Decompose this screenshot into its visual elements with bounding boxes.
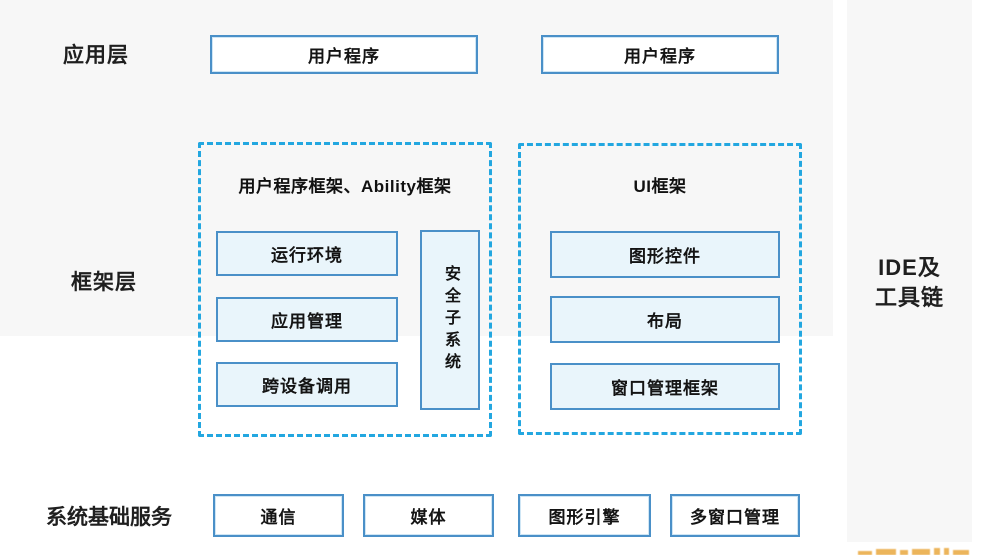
framework-layer-label: 框架层 [71,271,137,294]
communication-box: 通信 [213,494,344,537]
ui-framework-group: UI框架 图形控件 布局 窗口管理框架 [518,143,802,435]
graphics-engine-box: 图形引擎 [518,494,651,537]
window-management-framework-box: 窗口管理框架 [550,363,780,410]
layout-box: 布局 [550,296,780,343]
security-subsystem-label: 安全子系统 [442,265,459,375]
cross-device-invocation-box: 跨设备调用 [216,362,398,407]
ui-framework-title: UI框架 [633,177,687,196]
user-program-box-1: 用户程序 [210,35,478,74]
toolchain-label-line1: IDE及 [878,255,941,280]
runtime-environment-box: 运行环境 [216,231,398,276]
watermark-fragment [858,548,992,555]
media-box: 媒体 [363,494,494,537]
toolchain-label-line2: 工具链 [874,285,944,310]
toolchain-column: IDE及 工具链 [847,0,972,542]
security-subsystem-box: 安全子系统 [420,230,480,410]
app-management-box: 应用管理 [216,297,398,342]
application-layer-label: 应用层 [63,44,129,67]
ability-framework-title: 用户程序框架、Ability框架 [238,177,452,196]
graphic-controls-box: 图形控件 [550,231,780,278]
system-services-label: 系统基础服务 [46,506,172,529]
user-program-box-2: 用户程序 [541,35,779,74]
multi-window-management-box: 多窗口管理 [670,494,800,537]
ability-framework-group: 用户程序框架、Ability框架 运行环境 应用管理 跨设备调用 安全子系统 [198,142,492,437]
